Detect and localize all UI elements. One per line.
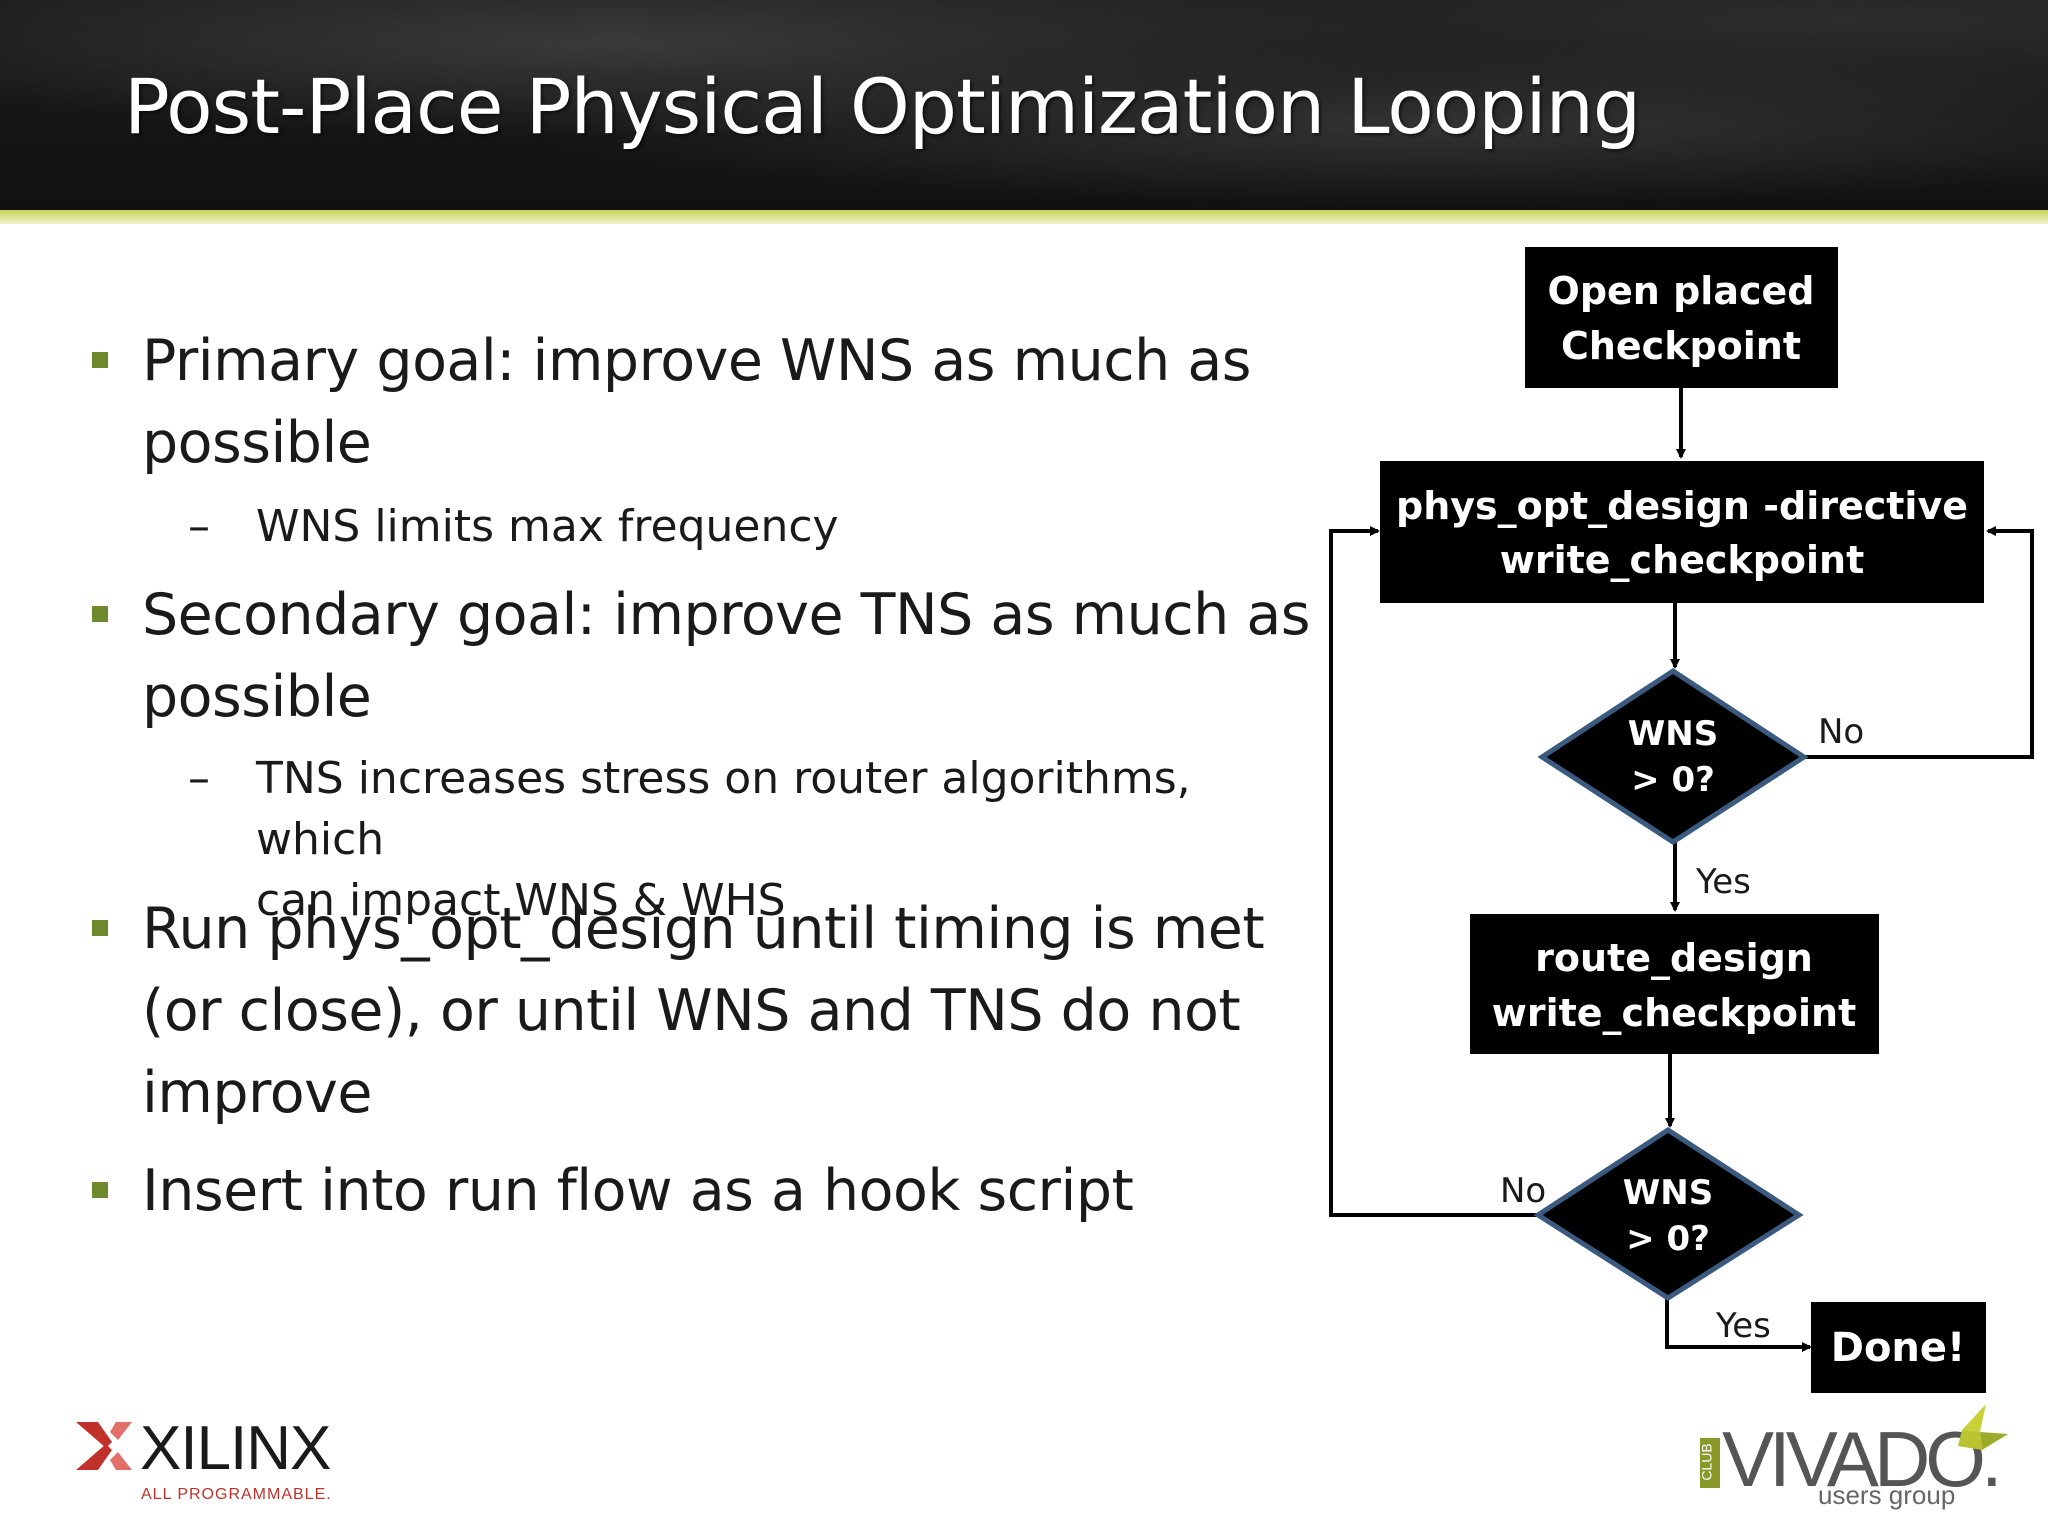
xilinx-wordmark: XILINX	[140, 1414, 331, 1483]
box-open-text: Open placed	[1548, 269, 1815, 313]
decision-1-text: WNS	[1628, 714, 1718, 754]
vivado-subtitle: users group	[1818, 1480, 1956, 1510]
decision-2-no-label: No	[1500, 1171, 1546, 1211]
decision-1-text: > 0?	[1631, 760, 1715, 800]
vivado-club-badge: CLUB	[1698, 1438, 1720, 1488]
box-physopt	[1380, 461, 1984, 603]
bullet-square-icon	[92, 920, 108, 936]
box-done	[1811, 1302, 1986, 1393]
slide-title: Post-Place Physical Optimization Looping	[124, 62, 1641, 151]
decision-2-yes-label: Yes	[1715, 1306, 1771, 1346]
sub-bullet-text: WNS limits max frequency	[256, 501, 839, 552]
bullet-text: Secondary goal: improve TNS as much as	[142, 582, 1311, 648]
decision-1-no-label: No	[1818, 712, 1864, 752]
box-open-text: Checkpoint	[1561, 324, 1801, 368]
decision-wns-2	[1533, 1127, 1804, 1301]
xilinx-tagline: ALL PROGRAMMABLE.	[141, 1486, 332, 1503]
arrow-decision2-yes	[1665, 1298, 1812, 1352]
sub-bullet-text: TNS increases stress on router algorithm…	[256, 753, 1191, 865]
vivado-leaf-icon	[1958, 1404, 2008, 1450]
arrow-decision1-no	[1804, 526, 2034, 759]
slide-header	[0, 0, 2048, 210]
decision-wns-1	[1537, 668, 1809, 845]
dash-icon: –	[188, 501, 210, 552]
decision-2-text: > 0?	[1626, 1219, 1710, 1259]
sub-bullet-text: can impact WNS & WHS	[256, 875, 786, 926]
xilinx-logo-icon	[76, 1422, 132, 1470]
bullet-square-icon	[92, 1182, 108, 1198]
bullet-square-icon	[92, 352, 108, 368]
vivado-club-text: CLUB	[1698, 1443, 1715, 1481]
bullet-text: Primary goal: improve WNS as much as	[142, 328, 1251, 394]
box-physopt-text: write_checkpoint	[1500, 538, 1865, 582]
box-physopt-text: phys_opt_design -directive	[1396, 484, 1968, 528]
decision-1-yes-label: Yes	[1695, 862, 1751, 902]
decision-2-text: WNS	[1623, 1173, 1713, 1213]
dash-icon: –	[188, 753, 210, 804]
box-route-text: route_design	[1535, 936, 1813, 980]
vivado-wordmark: VIVADO.	[1722, 1415, 2003, 1503]
box-route	[1470, 914, 1879, 1054]
box-open-checkpoint	[1525, 247, 1838, 388]
bullet-text: (or close), or until WNS and TNS do not	[142, 978, 1241, 1044]
bullet-text: possible	[142, 664, 372, 730]
bullet-text: Insert into run flow as a hook script	[142, 1158, 1134, 1224]
flow-connectors	[1329, 388, 2034, 1352]
bullet-text: improve	[142, 1060, 372, 1126]
box-done-text: Done!	[1831, 1325, 1966, 1371]
box-route-text: write_checkpoint	[1492, 991, 1857, 1035]
header-accent-bar	[0, 210, 2048, 224]
bullet-text: Run phys_opt_design until timing is met	[142, 896, 1265, 962]
bullet-text: possible	[142, 410, 372, 476]
arrow-decision2-no	[1329, 526, 1538, 1217]
bullet-square-icon	[92, 606, 108, 622]
